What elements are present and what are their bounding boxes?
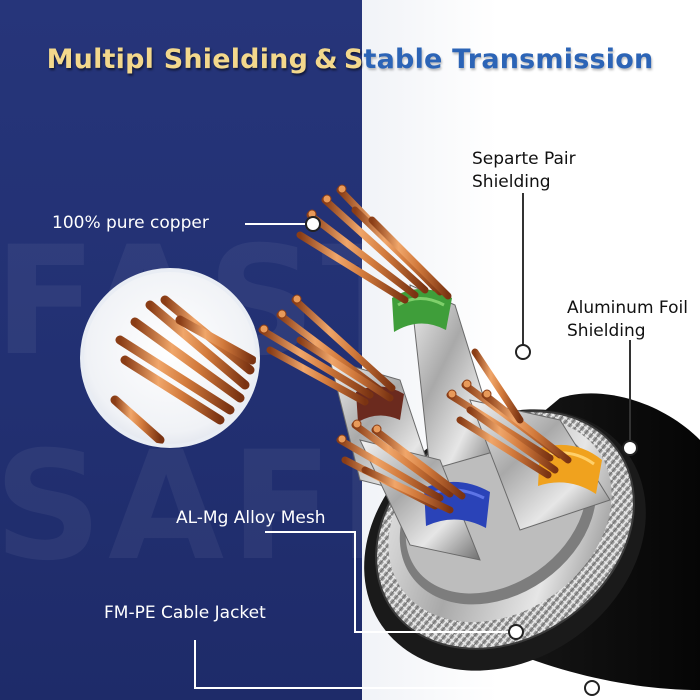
label-jacket: FM-PE Cable Jacket (104, 603, 266, 623)
leader-mesh (265, 531, 508, 633)
dot-copper (305, 216, 321, 232)
headline-part2-rest: table Transmission (363, 44, 654, 75)
label-pair-shielding-2: Shielding (472, 172, 551, 192)
headline: Multipl Shielding&Stable Transmission (0, 44, 700, 75)
copper-strands (258, 184, 572, 514)
headline-part2-initial: S (343, 44, 364, 75)
dot-mesh (508, 624, 524, 640)
callout-dots (305, 216, 638, 696)
label-pair-shielding-1: Separte Pair (472, 149, 576, 169)
headline-part1: Multipl Shielding (46, 44, 309, 75)
leader-jacket (194, 640, 590, 689)
label-foil-2: Shielding (567, 321, 646, 341)
label-copper: 100% pure copper (52, 213, 209, 233)
dot-pair-shield (515, 344, 531, 360)
headline-connector: & (314, 44, 338, 75)
copper-zoom-circle (80, 268, 260, 448)
label-foil-1: Aluminum Foil (567, 298, 688, 318)
callout-lines (194, 193, 631, 689)
dot-jacket (584, 680, 600, 696)
label-mesh: AL-Mg Alloy Mesh (176, 508, 326, 528)
dot-foil (622, 440, 638, 456)
